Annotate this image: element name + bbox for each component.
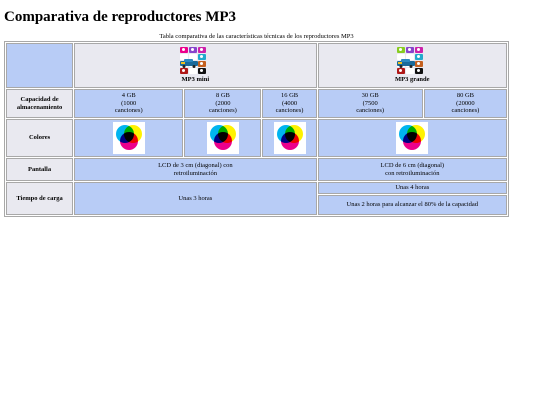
colors-row: Colores <box>6 119 507 157</box>
product-name: MP3 grande <box>395 76 430 84</box>
capacity-cell: 80 GB (20000 canciones) <box>423 89 507 118</box>
mp3-player-icon <box>179 47 211 75</box>
table-caption: Tabla comparativa de las características… <box>159 33 354 40</box>
page-title: Comparativa de reproductores MP3 <box>4 9 237 25</box>
row-label-screen: Pantalla <box>6 158 74 181</box>
colors-cell <box>262 119 317 157</box>
capacity-cell: 16 GB (4000 canciones) <box>262 89 317 118</box>
screen-cell-mini: LCD de 3 cm (diagonal) con retroiluminac… <box>74 158 317 181</box>
charge-cell-grande-2: Unas 2 horas para alcanzar el 80% de la … <box>317 195 507 215</box>
product-name: MP3 mini <box>181 76 210 84</box>
row-label-charge: Tiempo de carga <box>6 182 74 215</box>
corner-cell <box>6 43 74 88</box>
mp3-player-icon <box>396 47 428 75</box>
capacity-cell: 8 GB (2000 canciones) <box>184 89 262 118</box>
cmyk-color-wheel-icon <box>112 122 145 154</box>
cmyk-color-wheel-icon <box>273 122 306 154</box>
comparison-table: MP3 mini <box>4 41 509 217</box>
charge-cell-mini: Unas 3 horas <box>74 182 317 215</box>
header-row: MP3 mini <box>6 43 507 88</box>
charge-cell-grande-1: Unas 4 horas <box>317 182 507 194</box>
cmyk-color-wheel-icon <box>396 122 429 154</box>
screen-cell-grande: LCD de 6 cm (diagonal) con retroiluminac… <box>317 158 507 181</box>
colors-cell <box>184 119 262 157</box>
screen-row: Pantalla LCD de 3 cm (diagonal) con retr… <box>6 158 507 181</box>
product-header-mini: MP3 mini <box>74 43 317 88</box>
charge-row-2: Unas 2 horas para alcanzar el 80% de la … <box>6 195 507 215</box>
charge-row: Tiempo de carga Unas 3 horas Unas 4 hora… <box>6 182 507 215</box>
capacity-cell: 30 GB (7500 canciones) <box>317 89 423 118</box>
product-header-grande: MP3 grande <box>317 43 507 88</box>
row-label-capacity: Capacidad de almacenamiento <box>6 89 74 118</box>
cmyk-color-wheel-icon <box>206 122 239 154</box>
capacity-cell: 4 GB (1000 canciones) <box>74 89 184 118</box>
capacity-row: Capacidad de almacenamiento 4 GB (1000 c… <box>6 89 507 118</box>
colors-cell <box>74 119 184 157</box>
colors-cell <box>317 119 507 157</box>
row-label-colors: Colores <box>6 119 74 157</box>
